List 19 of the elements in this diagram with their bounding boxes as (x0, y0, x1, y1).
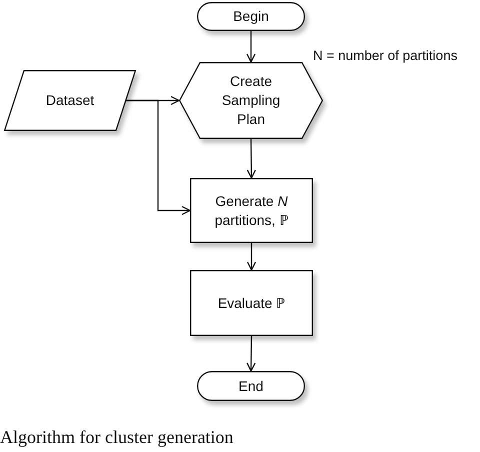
node-label: Begin (233, 7, 269, 26)
arrow (126, 100, 191, 216)
input-parallelogram (4, 70, 136, 131)
node-label: Generate N partitions, ℙ (214, 192, 290, 230)
figure-caption: Algorithm for cluster generation (0, 426, 234, 448)
arrow (246, 336, 256, 372)
process-box (190, 178, 313, 243)
node-label: Evaluate ℙ (218, 294, 286, 312)
preparation-hexagon (179, 62, 323, 139)
arrow (246, 139, 256, 179)
process-box (190, 270, 313, 336)
start-terminal (197, 2, 305, 31)
node-label: End (238, 376, 264, 396)
arrow (246, 31, 256, 63)
arrow (246, 243, 256, 271)
node-label: Dataset (46, 91, 94, 110)
note-text: N = number of partitions (313, 47, 458, 65)
node-label: Create Sampling Plan (220, 72, 282, 129)
end-terminal (197, 371, 305, 401)
